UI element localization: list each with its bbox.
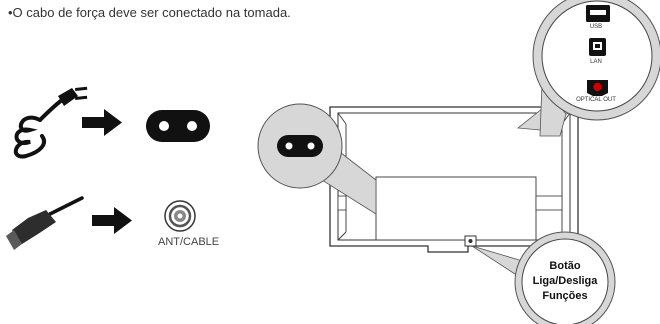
power-cord-icon bbox=[14, 86, 88, 159]
power-socket-icon bbox=[146, 110, 210, 142]
ant-cable-label: ANT/CABLE bbox=[158, 236, 220, 248]
power-button bbox=[464, 235, 477, 247]
usb-port-label: USB bbox=[589, 24, 603, 30]
arrow-right-icon bbox=[92, 207, 132, 234]
button-callout bbox=[471, 231, 616, 324]
button-callout-line3: Funções bbox=[542, 290, 588, 302]
instruction-text: •O cabo de força deve ser conectado na t… bbox=[8, 5, 291, 20]
ports-callout bbox=[516, 0, 660, 137]
arrow-right-icon bbox=[82, 109, 122, 136]
button-callout-line1: Botão bbox=[549, 260, 581, 272]
antenna-cable-icon bbox=[6, 196, 84, 250]
lan-port-label: LAN bbox=[590, 59, 602, 65]
tv-back-panel bbox=[329, 106, 579, 253]
button-callout-line2: Liga/Desliga bbox=[532, 275, 598, 287]
usb-icon bbox=[586, 5, 610, 22]
ant-cable-port-icon bbox=[164, 200, 196, 232]
power-callout bbox=[257, 103, 377, 215]
optical-out-port-label: OPTICAL OUT bbox=[576, 97, 616, 103]
optical-out-icon bbox=[587, 80, 608, 96]
button-callout-text: Botão Liga/Desliga Funções bbox=[520, 259, 610, 304]
lan-icon bbox=[589, 38, 606, 56]
